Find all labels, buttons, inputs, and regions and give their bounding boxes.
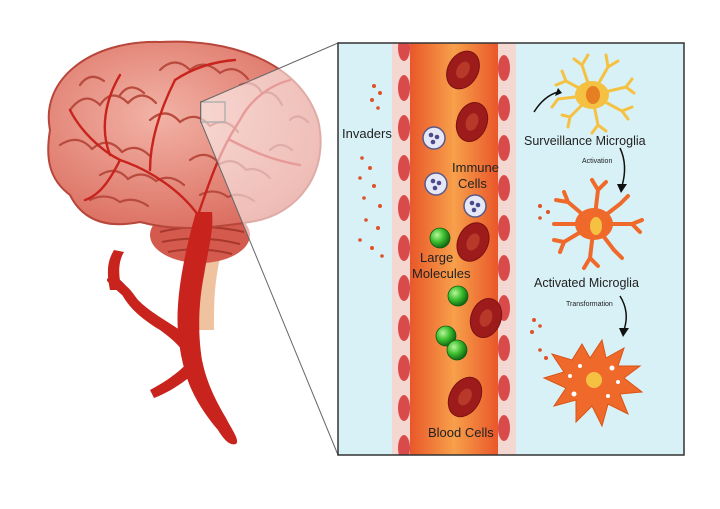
zoom-panel: Invaders Immune Cells Large Molecules Bl…	[337, 42, 685, 481]
endothelial-cell	[398, 115, 410, 141]
label-blood-cells: Blood Cells	[428, 425, 494, 440]
label-immune-cells-line2: Cells	[458, 176, 487, 191]
endothelial-cell	[498, 175, 510, 201]
endothelial-cell	[398, 43, 410, 61]
endothelial-cell	[398, 75, 410, 101]
endothelial-cell	[498, 415, 510, 441]
arrows	[533, 91, 627, 331]
label-large-molecules-line2: Molecules	[412, 266, 471, 281]
endothelial-cell	[398, 155, 410, 181]
endothelial-cell	[398, 315, 410, 341]
endothelial-cell	[398, 275, 410, 301]
endothelial-cell	[498, 455, 510, 481]
surveillance-microglia-cell	[550, 53, 636, 135]
label-transformation: Transformation	[566, 301, 613, 308]
endothelial-cells	[398, 43, 510, 481]
endothelial-cell	[498, 95, 510, 121]
label-activation: Activation	[582, 158, 612, 165]
endothelial-cell	[398, 355, 410, 381]
endothelial-cell	[498, 255, 510, 281]
label-activated-microglia: Activated Microglia	[534, 276, 639, 290]
label-immune-cells-line1: Immune	[452, 160, 499, 175]
activated-microglia-cell	[552, 178, 644, 270]
endothelial-cell	[498, 215, 510, 241]
endothelial-cell	[398, 235, 410, 261]
endothelial-cell	[398, 435, 410, 455]
amoeboid-microglia-cell	[542, 338, 644, 428]
artery	[106, 212, 238, 445]
label-large-molecules-line1: Large	[420, 250, 453, 265]
large-molecules	[429, 227, 469, 361]
label-invaders: Invaders	[342, 126, 392, 141]
endothelial-cell	[498, 335, 510, 361]
immune-cells	[422, 126, 487, 218]
invader-particles	[358, 84, 604, 414]
endothelial-cell	[398, 395, 410, 421]
endothelial-cell	[498, 375, 510, 401]
endothelial-cell	[498, 135, 510, 161]
label-surveillance-microglia: Surveillance Microglia	[524, 134, 646, 148]
endothelial-cell	[498, 55, 510, 81]
arrowheads	[555, 88, 629, 337]
endothelial-cell	[398, 195, 410, 221]
zoom-cone	[201, 43, 338, 455]
